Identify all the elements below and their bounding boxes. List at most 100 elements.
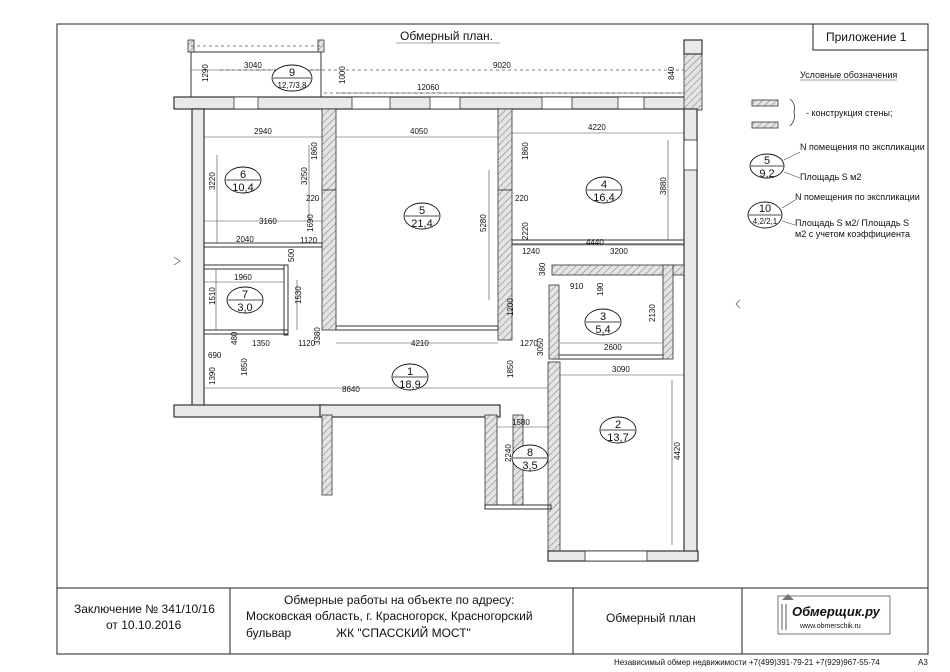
sheet-size: А3 xyxy=(918,658,928,667)
room-marker-6: 6 10,4 xyxy=(224,166,262,194)
dim-910: 910 xyxy=(570,282,584,291)
svg-text:21,4: 21,4 xyxy=(411,218,432,230)
dim-4050: 4050 xyxy=(410,127,428,136)
svg-text:1: 1 xyxy=(407,366,413,378)
svg-text:10: 10 xyxy=(759,203,771,215)
dim-3090: 3090 xyxy=(612,365,630,374)
dim-1860-left: 1860 xyxy=(310,142,319,160)
dim-3220: 3220 xyxy=(208,172,217,190)
address-line-1: Обмерные работы на объекте по адресу: xyxy=(284,593,514,607)
dim-2940: 2940 xyxy=(254,127,272,136)
appendix-label: Приложение 1 xyxy=(826,30,907,44)
svg-text:18,9: 18,9 xyxy=(399,379,420,391)
dim-4420: 4420 xyxy=(673,442,682,460)
svg-text:13,7: 13,7 xyxy=(607,432,628,444)
legend-heading: Условные обозначения xyxy=(800,70,897,80)
dim-1850-left: 1850 xyxy=(240,358,249,376)
svg-text:5: 5 xyxy=(764,155,770,167)
dim-3250: 3250 xyxy=(300,167,309,185)
legend: Условные обозначения - конструкция стены… xyxy=(747,70,925,239)
address-line-2: Московская область, г. Красногорск, Крас… xyxy=(246,609,533,623)
legend-wall-label: - конструкция стены; xyxy=(806,108,893,118)
dim-1850-right: 1850 xyxy=(506,360,515,378)
dim-840: 840 xyxy=(667,66,676,80)
dim-1690: 1690 xyxy=(306,214,315,232)
dim-1120-upper: 1120 xyxy=(300,236,318,245)
dim-3040: 3040 xyxy=(244,61,262,70)
dim-4440: 4440 xyxy=(586,238,604,247)
svg-text:3,5: 3,5 xyxy=(522,460,537,472)
svg-text:9,2: 9,2 xyxy=(759,168,774,180)
legend-room-area: Площадь S м2 xyxy=(800,172,861,182)
dim-9020: 9020 xyxy=(493,61,511,70)
footer-contacts: Независимый обмер недвижимости +7(499)39… xyxy=(614,658,880,667)
svg-text:5: 5 xyxy=(419,205,425,217)
dim-2130: 2130 xyxy=(648,304,657,322)
svg-text:3,0: 3,0 xyxy=(237,302,252,314)
legend-balcony-area-2: м2 с учетом коэффициента xyxy=(795,229,910,239)
dim-1290: 1290 xyxy=(201,64,210,82)
dim-1240: 1240 xyxy=(522,247,540,256)
logo-url: www.obmerschik.ru xyxy=(799,623,861,630)
dim-3880: 3880 xyxy=(659,177,668,195)
room-marker-8: 8 3,5 xyxy=(511,444,549,472)
svg-text:9: 9 xyxy=(289,67,295,79)
dim-220-left: 220 xyxy=(306,194,320,203)
legend-room-no: N помещения по экспликации xyxy=(800,142,925,152)
dim-12060: 12060 xyxy=(417,83,440,92)
appendix-box xyxy=(812,23,929,51)
room-marker-7: 7 3,0 xyxy=(226,286,264,314)
dim-3380: 3380 xyxy=(313,327,322,345)
dim-500: 500 xyxy=(287,248,296,262)
svg-text:5,4: 5,4 xyxy=(595,324,610,336)
dim-4210: 4210 xyxy=(411,339,429,348)
dim-1960: 1960 xyxy=(234,273,252,282)
right-exterior-wall xyxy=(683,108,698,557)
svg-text:3: 3 xyxy=(600,311,606,323)
company-logo: Обмерщик.ру www.obmerschik.ru xyxy=(777,594,891,635)
dim-2040: 2040 xyxy=(236,235,254,244)
dim-4220: 4220 xyxy=(588,123,606,132)
dim-1390: 1390 xyxy=(208,367,217,385)
dim-1270: 1270 xyxy=(520,339,538,348)
dim-380: 380 xyxy=(538,262,547,276)
logo-text: Обмерщик.ру xyxy=(792,604,881,619)
left-exterior-wall xyxy=(191,108,205,414)
svg-text:12,7/3,8: 12,7/3,8 xyxy=(278,81,307,90)
dim-3050: 3050 xyxy=(536,338,545,356)
dim-1120-lower: 1120 xyxy=(298,339,316,348)
dim-5280: 5280 xyxy=(479,214,488,232)
room-marker-9: 9 12,7/3,8 xyxy=(271,64,313,92)
plan-name: Обмерный план xyxy=(606,611,696,625)
room-marker-1: 1 18,9 xyxy=(391,363,429,391)
dim-3160: 3160 xyxy=(259,217,277,226)
address-complex: ЖК "СПАССКИЙ МОСТ" xyxy=(336,625,471,640)
dim-2240: 2240 xyxy=(504,444,513,462)
svg-text:4: 4 xyxy=(601,179,607,191)
svg-text:7: 7 xyxy=(242,289,248,301)
dim-1860-right: 1860 xyxy=(521,142,530,160)
dim-1000: 1000 xyxy=(338,66,347,84)
svg-text:4,2/2,1: 4,2/2,1 xyxy=(753,217,778,226)
outer-frame xyxy=(56,23,929,655)
svg-text:16,4: 16,4 xyxy=(593,192,614,204)
dim-480: 480 xyxy=(230,331,239,345)
address-line-3: бульвар xyxy=(246,626,292,640)
dim-8640: 8640 xyxy=(342,385,360,394)
svg-text:6: 6 xyxy=(240,169,246,181)
room-marker-3: 3 5,4 xyxy=(584,308,622,336)
dim-2600: 2600 xyxy=(604,343,622,352)
dim-1580: 1580 xyxy=(512,418,530,427)
plan-title: Обмерный план. xyxy=(400,29,493,43)
right-column xyxy=(683,39,703,55)
room-marker-2: 2 13,7 xyxy=(599,416,637,444)
dim-690: 690 xyxy=(208,351,222,360)
dim-1350: 1350 xyxy=(252,339,270,348)
dim-3200: 3200 xyxy=(610,247,628,256)
svg-text:2: 2 xyxy=(615,419,621,431)
dim-220-right: 220 xyxy=(515,194,529,203)
svg-text:10,4: 10,4 xyxy=(232,182,253,194)
legend-balcony-area-1: Площадь S м2/ Площадь S xyxy=(795,218,909,228)
dim-1530: 1530 xyxy=(294,286,303,304)
